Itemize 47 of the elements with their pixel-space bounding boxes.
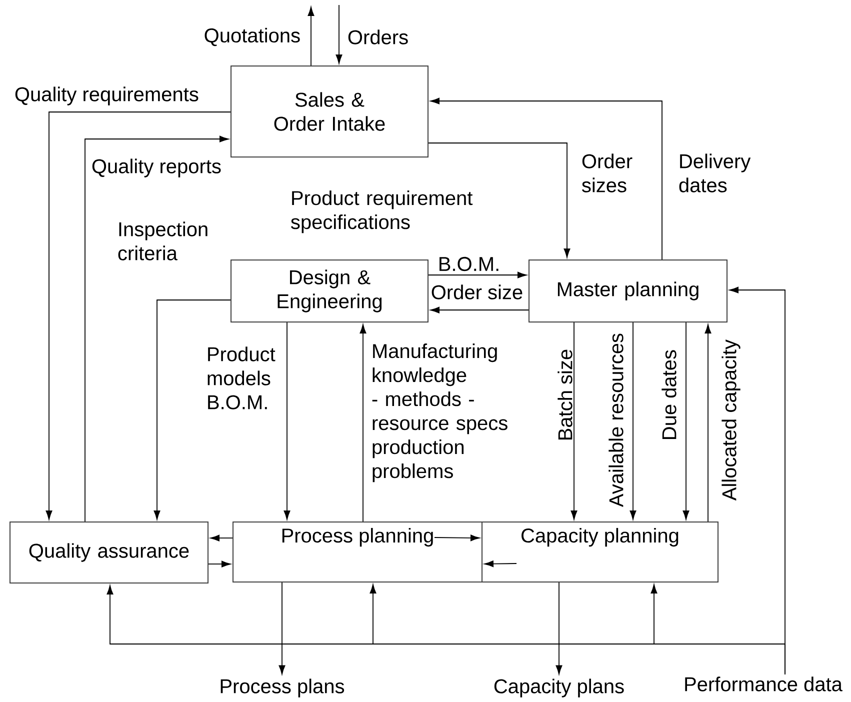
process-box: Sales & Order Intake [230, 66, 428, 158]
arrow [210, 534, 233, 542]
edge-label: Inspection criteria [118, 222, 208, 260]
annotation-text: Product requirement specifications [291, 190, 473, 234]
edge-label: Quality reports [92, 158, 221, 178]
process-box: Process planning [232, 522, 482, 582]
arrow [284, 322, 290, 520]
edge-label: Quality requirements [15, 86, 198, 106]
edge-label: Order sizes [582, 154, 632, 192]
process-box: Design & Engineering [230, 260, 428, 322]
output-label: Process plans [220, 678, 344, 698]
arrow [336, 4, 342, 64]
edge-label: Delivery dates [679, 154, 751, 192]
edge-label: Manufacturing knowledge - methods - resource specs production problems [372, 343, 508, 482]
input-label: Performance data [685, 676, 842, 692]
process-box: Master planning [528, 260, 728, 322]
arrow [208, 560, 231, 568]
arrow [650, 584, 786, 675]
edge-label: Quotations [204, 28, 300, 46]
arrow [434, 534, 480, 542]
arrow [704, 324, 712, 522]
arrow [84, 136, 229, 522]
arrow [430, 306, 529, 314]
arrow [428, 272, 527, 278]
arrow [570, 322, 578, 520]
edge-label: Batch size [558, 350, 572, 440]
arrow [360, 324, 366, 522]
arrow [428, 142, 570, 258]
output-label: Capacity plans [494, 678, 624, 698]
arrow [308, 6, 314, 66]
process-box: Capacity planning [482, 522, 718, 582]
edge-label: Order size [432, 284, 522, 300]
edge-label: Product models B.O.M. [208, 346, 276, 410]
arrow [556, 582, 562, 675]
arrow [682, 322, 690, 520]
edge-label: Due dates [662, 350, 676, 439]
edge-label: Orders [348, 30, 408, 44]
arrow [484, 560, 517, 568]
arrow [430, 98, 662, 260]
edge-label: Available resources [608, 334, 624, 508]
arrow [630, 322, 636, 520]
edge-label: B.O.M. [440, 256, 498, 272]
process-box: Quality assurance [10, 522, 208, 584]
arrow [154, 300, 231, 520]
arrow [46, 112, 231, 520]
arrow [278, 582, 286, 675]
edge-label: Allocated capacity [722, 340, 740, 501]
